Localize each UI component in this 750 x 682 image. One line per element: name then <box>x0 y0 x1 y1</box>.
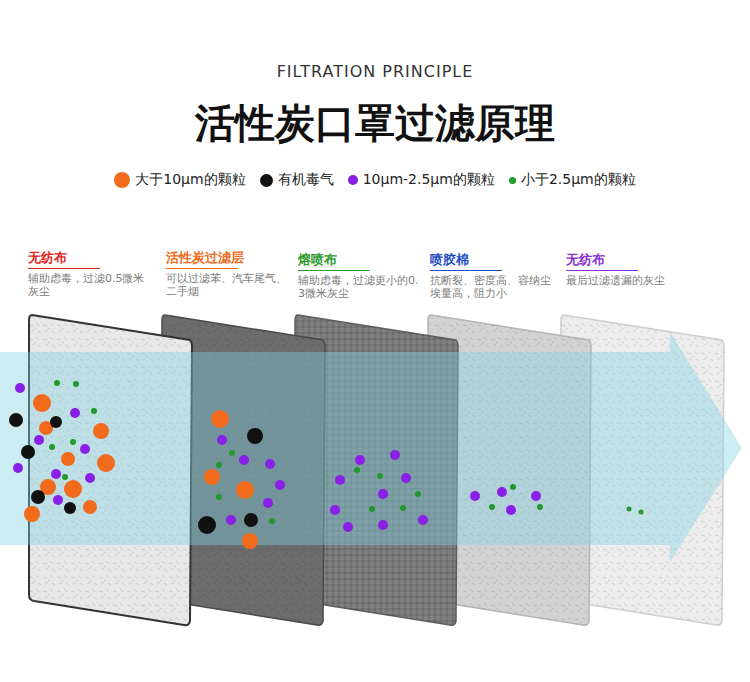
heading-underline <box>430 270 502 271</box>
layer-node: 无纺布辅助虑毒，过滤0.5微米灰尘 <box>28 250 150 299</box>
particles <box>9 380 644 549</box>
legend-text: 10μm-2.5μm的颗粒 <box>363 171 495 189</box>
layer-node: 无纺布最后过滤遗漏的灰尘 <box>566 252 688 287</box>
legend-swatch <box>509 177 516 184</box>
legend: 大于10μm的颗粒 有机毒气 10μm-2.5μm的颗粒 小于2.5μm的颗粒 <box>0 171 750 189</box>
heading-underline <box>566 270 638 271</box>
heading-underline <box>298 270 370 271</box>
layer-heading: 熔喷布 <box>298 252 420 268</box>
layer-description: 抗断裂、密度高、容纳尘埃量高，阻力小 <box>430 274 552 302</box>
heading-underline <box>166 268 238 269</box>
legend-text: 小于2.5μm的颗粒 <box>521 171 636 189</box>
heading-underline <box>28 268 100 269</box>
layer-heading: 无纺布 <box>566 252 688 268</box>
legend-swatch <box>348 175 358 185</box>
layer-heading: 活性炭过滤层 <box>166 250 288 266</box>
layer-description: 辅助虑毒，过滤更小的0.3微米灰尘 <box>298 274 420 302</box>
layer-heading: 无纺布 <box>28 250 150 266</box>
layer-node: 熔喷布辅助虑毒，过滤更小的0.3微米灰尘 <box>298 252 420 301</box>
layer-node: 活性炭过滤层可以过滤苯、汽车尾气、二手烟 <box>166 250 288 299</box>
legend-swatch <box>260 174 273 187</box>
layer-description: 辅助虑毒，过滤0.5微米灰尘 <box>28 272 150 300</box>
legend-item: 小于2.5μm的颗粒 <box>509 171 636 189</box>
layer-description: 可以过滤苯、汽车尾气、二手烟 <box>166 272 288 300</box>
legend-item: 10μm-2.5μm的颗粒 <box>348 171 495 189</box>
legend-item: 有机毒气 <box>260 171 334 189</box>
legend-item: 大于10μm的颗粒 <box>114 171 245 189</box>
legend-text: 大于10μm的颗粒 <box>135 171 245 189</box>
subtitle: FILTRATION PRINCIPLE <box>0 62 750 81</box>
layer-node: 喷胶棉抗断裂、密度高、容纳尘埃量高，阻力小 <box>430 252 552 301</box>
legend-text: 有机毒气 <box>278 171 334 189</box>
main-title: 活性炭口罩过滤原理 <box>0 96 750 151</box>
airflow-arrow <box>0 332 742 562</box>
legend-swatch <box>114 172 130 188</box>
layer-heading: 喷胶棉 <box>430 252 552 268</box>
layer-description: 最后过滤遗漏的灰尘 <box>566 274 688 288</box>
